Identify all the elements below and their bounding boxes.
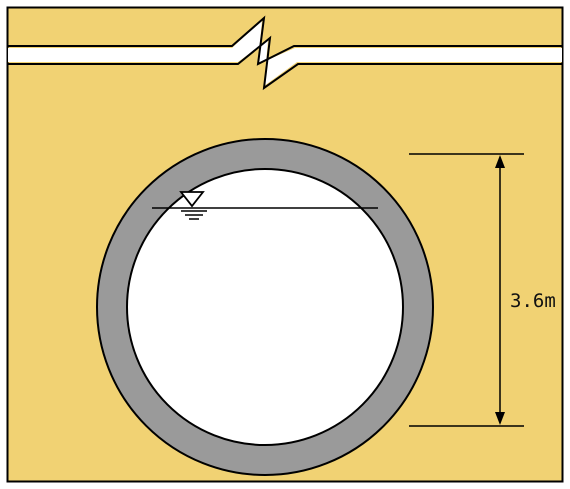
pipe [96, 138, 434, 476]
ground-band-bottom-line [8, 35, 562, 91]
ground-band-top-line [8, 15, 562, 66]
water-level-icon [179, 191, 207, 220]
dimension-label: 3.6m [510, 290, 556, 312]
diameter-dimension: 3.6m [409, 153, 556, 427]
dimension-arrow-top [495, 155, 505, 168]
ground-band-fill [8, 20, 562, 86]
pipe-interior [126, 168, 404, 446]
ground-surface-break-line [8, 15, 562, 91]
dimension-arrow-bottom [495, 412, 505, 425]
